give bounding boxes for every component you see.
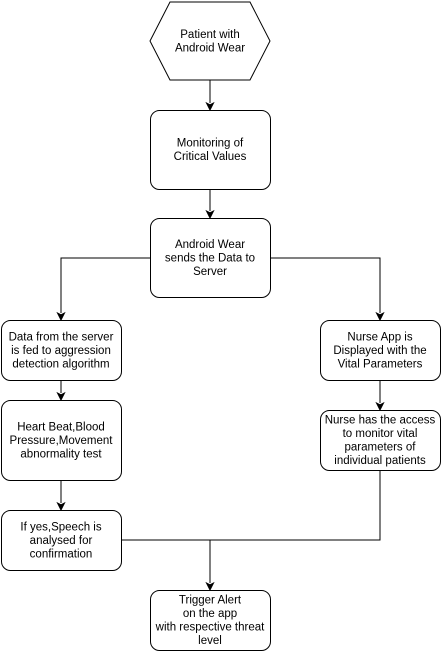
node-label-data-from-server: is fed to aggression [11,345,111,357]
node-shape-patient [149,1,271,81]
arrowhead-data-from-server [56,311,66,322]
node-label-nurse-access: to monitor vital [343,428,418,440]
arrowhead-nurse-access [375,401,385,412]
arrowhead-heart-beat [56,391,66,402]
node-shape-data-from-server [1,320,122,381]
node-shape-speech [1,510,122,571]
node-label-patient: Patient with [180,29,239,41]
node-shape-android-wear-sends [150,218,271,298]
arrowhead-speech [56,501,66,512]
node-label-speech: If yes,Speech is [20,521,101,533]
node-label-nurse-access: parameters of [345,442,417,454]
edge-android-wear-sends-to-data-from-server [60,257,150,313]
node-label-android-wear-sends: Server [193,266,227,278]
node-label-monitoring: Critical Values [174,151,247,163]
arrowhead-trigger-alert [205,581,215,592]
node-label-trigger-alert: with respective threat [155,622,265,634]
node-shape-monitoring [150,110,271,190]
node-label-nurse-access: individual patients [334,455,426,467]
node-label-nurse-access: Nurse has the access [325,415,436,427]
node-label-heart-beat: Pressure,Movement [10,435,114,447]
node-label-android-wear-sends: sends the Data to [165,252,255,264]
node-label-trigger-alert: level [198,635,222,647]
edge-android-wear-sends-to-nurse-app [270,257,381,313]
edge-speech-to-trigger-alert [121,539,211,583]
arrowhead-android-wear-sends [205,209,215,220]
node-data-from-server: Data from the server is fed to aggression… [1,320,122,381]
node-label-speech: confirmation [30,548,93,560]
node-label-data-from-server: detection algorithm [12,358,109,370]
node-shape-heart-beat [1,400,122,481]
edge-nurse-access-to-trigger-alert [210,470,381,541]
node-label-speech: analysed for [30,535,93,547]
node-label-heart-beat: Heart Beat,Blood [17,421,105,433]
node-label-monitoring: Monitoring of [177,138,244,150]
node-label-nurse-app: Nurse App is [347,331,412,343]
edges-layer [56,80,385,592]
node-label-android-wear-sends: Android Wear [175,239,245,251]
node-label-trigger-alert: on the app [183,608,237,620]
node-label-patient: Android Wear [175,43,245,55]
node-label-data-from-server: Data from the server [9,331,114,343]
node-heart-beat: Heart Beat,BloodPressure,Movementabnorma… [1,400,122,481]
arrowhead-monitoring [205,101,215,112]
node-label-trigger-alert: Trigger Alert [179,595,242,607]
arrowhead-nurse-app [375,311,385,322]
node-label-nurse-app: Displayed with the [333,345,426,357]
node-label-heart-beat: abnormality test [20,448,102,460]
node-label-nurse-app: Vital Parameters [338,358,423,370]
